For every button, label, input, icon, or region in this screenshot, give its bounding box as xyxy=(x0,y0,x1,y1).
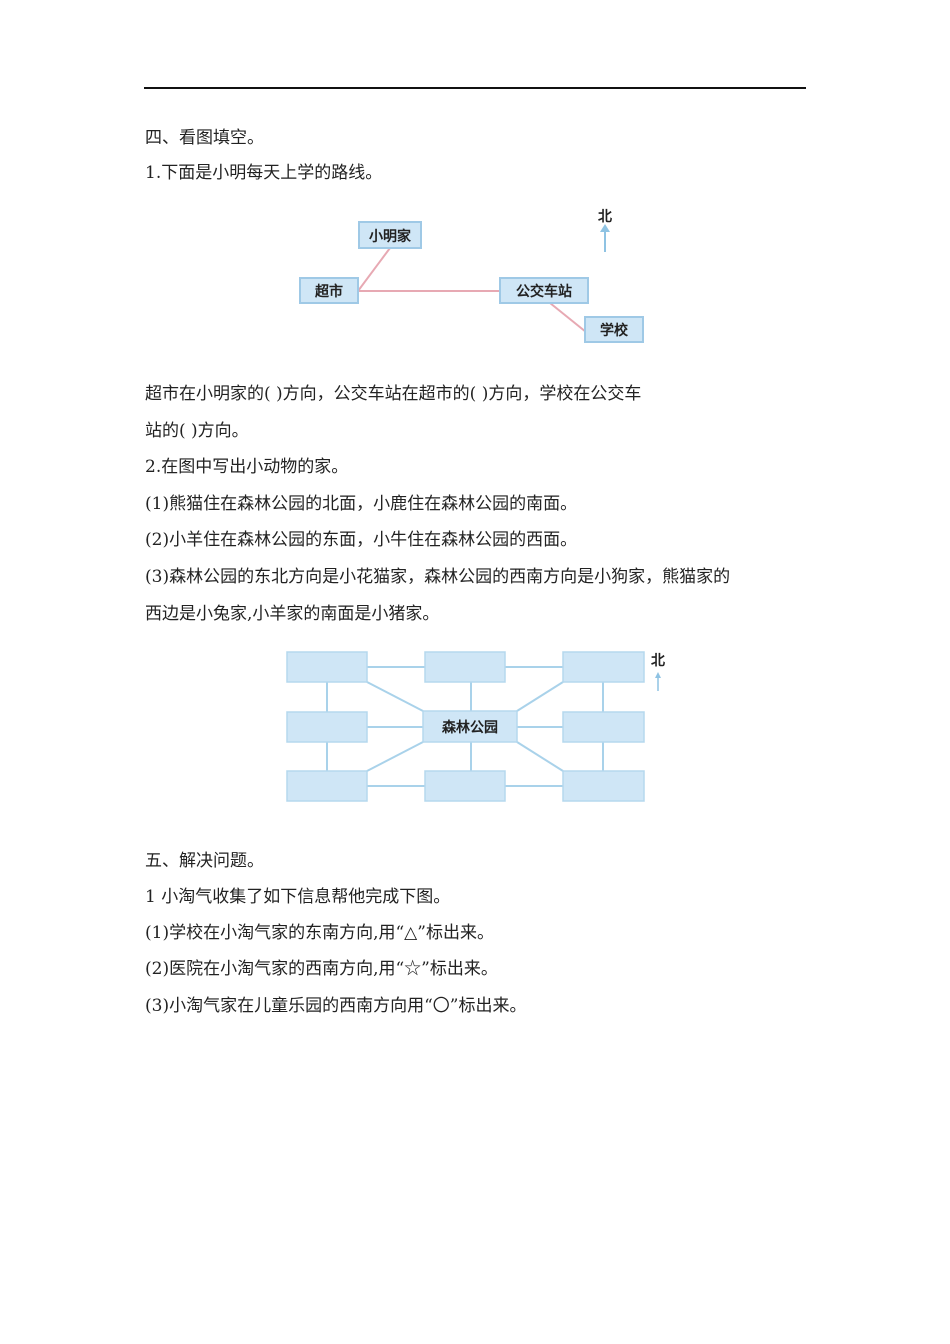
question-2-3a: (3)森林公园的东北方向是小花猫家，森林公园的西南方向是小狗家，熊猫家的 xyxy=(145,567,731,587)
box-forest-park xyxy=(422,710,518,743)
north-label: 北 xyxy=(598,209,612,225)
label-school: 学校 xyxy=(600,322,629,339)
problem-1-3: (3)小淘气家在儿童乐园的西南方向用“〇”标出来。 xyxy=(145,996,527,1016)
section-5-title: 五、解决问题。 xyxy=(145,851,264,871)
box-north[interactable] xyxy=(424,651,506,683)
box-west[interactable] xyxy=(286,711,368,743)
north-label-2: 北 xyxy=(651,653,665,669)
question-2: 2.在图中写出小动物的家。 xyxy=(145,457,349,477)
problem-1-2: (2)医院在小淘气家的西南方向,用“☆”标出来。 xyxy=(145,959,498,979)
problem-1: 1 小淘气收集了如下信息帮他完成下图。 xyxy=(145,887,451,907)
box-south[interactable] xyxy=(424,770,506,802)
box-northeast[interactable] xyxy=(562,651,645,683)
question-1: 1.下面是小明每天上学的路线。 xyxy=(145,163,383,183)
grid-lines xyxy=(326,666,604,787)
north-arrow-icon xyxy=(655,672,661,691)
section-4-title: 四、看图填空。 xyxy=(145,128,264,148)
box-xiaoming-home xyxy=(358,221,422,249)
box-bus-stop xyxy=(499,277,589,304)
box-northwest[interactable] xyxy=(286,651,368,683)
question-2-2: (2)小羊住在森林公园的东面，小牛住在森林公园的西面。 xyxy=(145,530,578,550)
north-arrow-icon xyxy=(600,224,610,252)
box-southeast[interactable] xyxy=(562,770,645,802)
header-rule xyxy=(144,87,806,89)
route-lines xyxy=(357,247,587,333)
fill-blank-line-1: 超市在小明家的( )方向，公交车站在超市的( )方向，学校在公交车 xyxy=(145,384,642,404)
question-2-3b: 西边是小兔家,小羊家的南面是小猪家。 xyxy=(145,604,440,624)
box-east[interactable] xyxy=(562,711,645,743)
label-forest-park: 森林公园 xyxy=(442,719,498,736)
box-school xyxy=(584,316,644,343)
problem-1-1: (1)学校在小淘气家的东南方向,用“△”标出来。 xyxy=(145,923,494,943)
box-southwest[interactable] xyxy=(286,770,368,802)
fill-blank-line-2: 站的( )方向。 xyxy=(145,421,249,441)
question-2-1: (1)熊猫住在森林公园的北面，小鹿住在森林公园的南面。 xyxy=(145,494,578,514)
label-supermarket: 超市 xyxy=(314,283,343,300)
label-xiaoming-home: 小明家 xyxy=(369,228,412,245)
label-bus-stop: 公交车站 xyxy=(516,283,572,300)
box-supermarket xyxy=(299,277,359,304)
